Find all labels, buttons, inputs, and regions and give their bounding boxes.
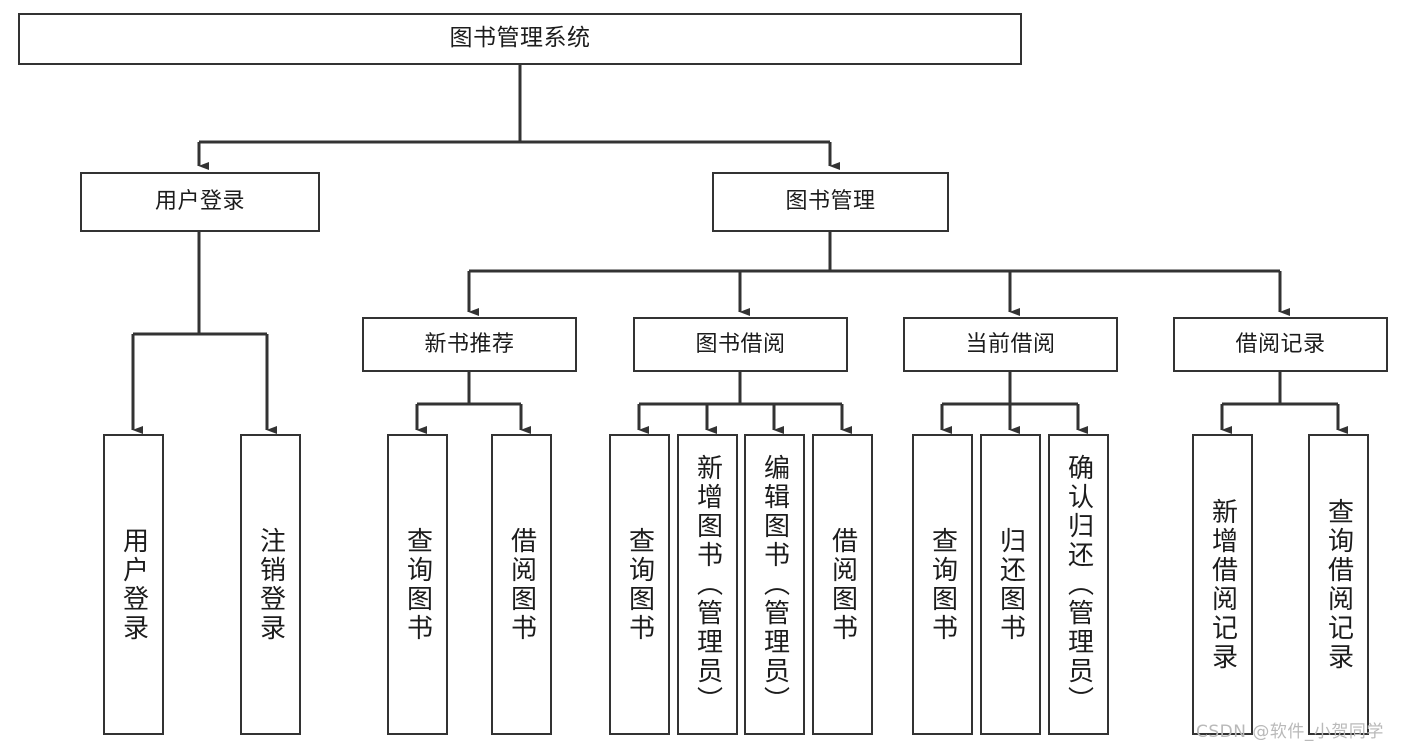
csdn-watermark: CSDN @软件_小贺同学 bbox=[1196, 722, 1384, 742]
node-leaf-query-record-label: 查询借阅记录 bbox=[1323, 497, 1354, 672]
node-leaf-add-book-label: 新增图书（管理员） bbox=[692, 454, 723, 715]
node-leaf-query-book-3-label: 查询图书 bbox=[927, 526, 958, 643]
node-leaf-borrow-book-1[interactable]: 借阅图书 bbox=[491, 434, 552, 735]
node-leaf-confirm-return[interactable]: 确认归还（管理员） bbox=[1048, 434, 1109, 735]
node-current-borrow-label: 当前借阅 bbox=[965, 331, 1056, 357]
node-leaf-query-record[interactable]: 查询借阅记录 bbox=[1308, 434, 1369, 735]
node-root-label: 图书管理系统 bbox=[449, 25, 591, 52]
node-user-login-label: 用户登录 bbox=[154, 189, 245, 215]
node-leaf-logout-label: 注销登录 bbox=[255, 526, 286, 643]
node-book-manage[interactable]: 图书管理 bbox=[712, 172, 949, 232]
node-book-borrow-label: 图书借阅 bbox=[695, 331, 786, 357]
node-leaf-user-login[interactable]: 用户登录 bbox=[103, 434, 164, 735]
node-book-borrow[interactable]: 图书借阅 bbox=[633, 317, 848, 372]
node-leaf-return-book[interactable]: 归还图书 bbox=[980, 434, 1041, 735]
node-new-book-rec-label: 新书推荐 bbox=[424, 331, 515, 357]
node-new-book-rec[interactable]: 新书推荐 bbox=[362, 317, 577, 372]
node-leaf-borrow-book-1-label: 借阅图书 bbox=[506, 526, 537, 643]
node-leaf-confirm-return-label: 确认归还（管理员） bbox=[1063, 454, 1094, 715]
node-leaf-query-book-2[interactable]: 查询图书 bbox=[609, 434, 670, 735]
node-leaf-borrow-book-2[interactable]: 借阅图书 bbox=[812, 434, 873, 735]
node-leaf-logout[interactable]: 注销登录 bbox=[240, 434, 301, 735]
node-book-manage-label: 图书管理 bbox=[785, 189, 876, 215]
node-leaf-add-record[interactable]: 新增借阅记录 bbox=[1192, 434, 1253, 735]
node-leaf-edit-book[interactable]: 编辑图书（管理员） bbox=[744, 434, 805, 735]
node-leaf-edit-book-label: 编辑图书（管理员） bbox=[759, 454, 790, 715]
node-leaf-user-login-label: 用户登录 bbox=[118, 526, 149, 643]
node-user-login[interactable]: 用户登录 bbox=[80, 172, 320, 232]
node-borrow-record[interactable]: 借阅记录 bbox=[1173, 317, 1388, 372]
node-leaf-query-book-3[interactable]: 查询图书 bbox=[912, 434, 973, 735]
node-leaf-query-book-1-label: 查询图书 bbox=[402, 526, 433, 643]
node-leaf-add-record-label: 新增借阅记录 bbox=[1207, 497, 1238, 672]
node-leaf-borrow-book-2-label: 借阅图书 bbox=[827, 526, 858, 643]
node-leaf-query-book-2-label: 查询图书 bbox=[624, 526, 655, 643]
node-leaf-query-book-1[interactable]: 查询图书 bbox=[387, 434, 448, 735]
node-current-borrow[interactable]: 当前借阅 bbox=[903, 317, 1118, 372]
node-leaf-add-book[interactable]: 新增图书（管理员） bbox=[677, 434, 738, 735]
node-borrow-record-label: 借阅记录 bbox=[1235, 331, 1326, 357]
node-root[interactable]: 图书管理系统 bbox=[18, 13, 1022, 65]
node-leaf-return-book-label: 归还图书 bbox=[995, 526, 1026, 643]
